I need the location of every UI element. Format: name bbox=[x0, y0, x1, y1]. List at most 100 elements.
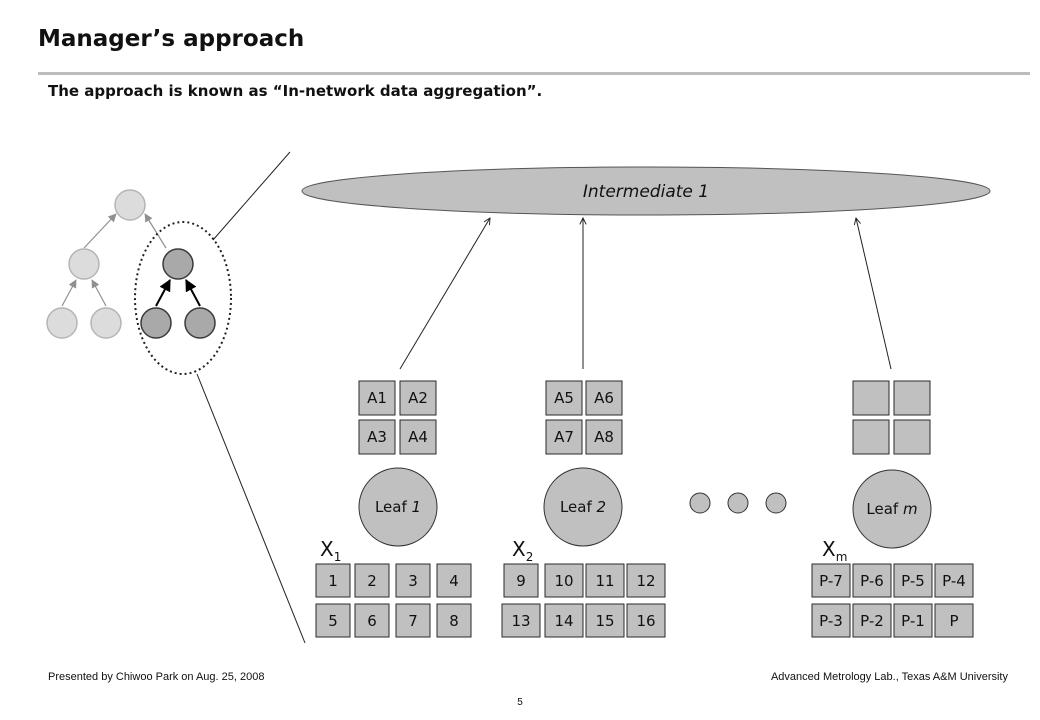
aggregation-arrow-m bbox=[856, 218, 892, 370]
data-box bbox=[585, 563, 625, 598]
leaf-node-label: Leaf m bbox=[866, 500, 917, 518]
leaf-node bbox=[543, 467, 623, 547]
data-box bbox=[893, 603, 933, 638]
data-box-label: 12 bbox=[636, 572, 655, 590]
data-box bbox=[544, 563, 584, 598]
intermediate-node: Intermediate 1 bbox=[301, 166, 991, 216]
data-box-label: P-2 bbox=[860, 612, 884, 630]
data-box-label: P-4 bbox=[942, 572, 966, 590]
tree-edge bbox=[61, 279, 77, 307]
aggregate-box-label: A4 bbox=[408, 428, 428, 446]
data-box-label: P-6 bbox=[860, 572, 884, 590]
tree-node-root bbox=[114, 189, 146, 221]
data-box-label: P bbox=[949, 612, 958, 630]
data-box-label: 13 bbox=[511, 612, 530, 630]
data-box-label: 15 bbox=[595, 612, 614, 630]
footer-presenter: Presented by Chiwoo Park on Aug. 25, 200… bbox=[48, 671, 265, 683]
aggregate-box bbox=[399, 380, 437, 416]
data-box bbox=[501, 603, 541, 638]
tree-edge bbox=[83, 213, 117, 249]
intermediate-label: Intermediate 1 bbox=[583, 182, 709, 202]
data-box bbox=[436, 603, 472, 638]
data-box bbox=[585, 603, 625, 638]
leaf-node-label: Leaf 2 bbox=[560, 498, 606, 516]
data-box bbox=[626, 603, 666, 638]
aggregate-box bbox=[585, 419, 623, 455]
x-label: X2 bbox=[512, 537, 533, 564]
tree-node bbox=[46, 307, 78, 339]
aggregate-box-label: A3 bbox=[367, 428, 387, 446]
aggregation-arrow-1 bbox=[399, 218, 490, 370]
mini-tree bbox=[46, 151, 306, 644]
ellipsis-dots bbox=[689, 492, 787, 514]
tree-edge bbox=[91, 279, 107, 307]
data-box bbox=[436, 563, 472, 598]
data-box-label: P-3 bbox=[819, 612, 843, 630]
aggregate-box-label: A2 bbox=[408, 389, 428, 407]
aggregate-box bbox=[585, 380, 623, 416]
aggregate-box bbox=[358, 419, 396, 455]
tree-node-manager bbox=[162, 248, 194, 280]
data-box bbox=[503, 563, 539, 598]
leaf-group-2: A5 A6 A7 A8 Leaf 2 X2 9 10 11 12 13 14 1… bbox=[501, 380, 666, 638]
aggregate-box-label: A8 bbox=[594, 428, 614, 446]
leaf-node-label: Leaf 1 bbox=[375, 498, 421, 516]
data-box-label: 9 bbox=[516, 572, 526, 590]
tree-node bbox=[90, 307, 122, 339]
aggregate-box bbox=[399, 419, 437, 455]
data-box-label: 2 bbox=[367, 572, 377, 590]
data-box bbox=[852, 603, 892, 638]
intermediate-ellipse bbox=[301, 166, 991, 216]
aggregate-box bbox=[852, 380, 890, 416]
aggregate-box bbox=[852, 419, 890, 455]
tree-node-leaf bbox=[140, 307, 172, 339]
data-box bbox=[934, 563, 974, 598]
data-box-label: 7 bbox=[408, 612, 418, 630]
aggregate-box bbox=[545, 419, 583, 455]
slide-title: Manager’s approach bbox=[38, 26, 305, 52]
tree-edge-active bbox=[155, 278, 171, 307]
ellipsis-dot bbox=[765, 492, 787, 514]
zoom-line-bottom bbox=[196, 373, 306, 644]
tree-node-leaf bbox=[184, 307, 216, 339]
data-box-label: 10 bbox=[554, 572, 573, 590]
leaf-group-m: Leaf m Xm P-7 P-6 P-5 P-4 P-3 P-2 P-1 P bbox=[811, 380, 974, 638]
aggregate-box-label: A6 bbox=[594, 389, 614, 407]
data-box-label: P-7 bbox=[819, 572, 843, 590]
leaf-node bbox=[358, 467, 438, 547]
aggregate-box-label: A5 bbox=[554, 389, 574, 407]
data-box-label: 8 bbox=[449, 612, 459, 630]
data-box-label: 6 bbox=[367, 612, 377, 630]
ellipsis-dot bbox=[689, 492, 711, 514]
data-box-label: 11 bbox=[595, 572, 614, 590]
aggregate-box-label: A1 bbox=[367, 389, 387, 407]
data-box bbox=[852, 563, 892, 598]
aggregate-box bbox=[893, 419, 931, 455]
data-box-label: 14 bbox=[554, 612, 573, 630]
tree-edge-active bbox=[185, 278, 201, 307]
aggregate-box bbox=[545, 380, 583, 416]
data-box bbox=[934, 603, 974, 638]
tree-node bbox=[68, 248, 100, 280]
page-number: 5 bbox=[517, 697, 523, 708]
highlight-ellipse bbox=[134, 221, 232, 375]
aggregate-box bbox=[893, 380, 931, 416]
ellipsis-dot bbox=[727, 492, 749, 514]
data-box-label: 1 bbox=[328, 572, 338, 590]
data-box bbox=[354, 603, 390, 638]
data-box-label: P-1 bbox=[901, 612, 925, 630]
data-box bbox=[544, 603, 584, 638]
data-box bbox=[626, 563, 666, 598]
data-box bbox=[395, 603, 431, 638]
data-box bbox=[315, 563, 351, 598]
data-box bbox=[354, 563, 390, 598]
title-divider bbox=[38, 72, 1030, 75]
zoom-line-top bbox=[212, 151, 291, 241]
x-label: X1 bbox=[320, 537, 341, 564]
data-box bbox=[893, 563, 933, 598]
data-box-label: 16 bbox=[636, 612, 655, 630]
aggregate-box bbox=[358, 380, 396, 416]
aggregate-box-label: A7 bbox=[554, 428, 574, 446]
data-box bbox=[315, 603, 351, 638]
